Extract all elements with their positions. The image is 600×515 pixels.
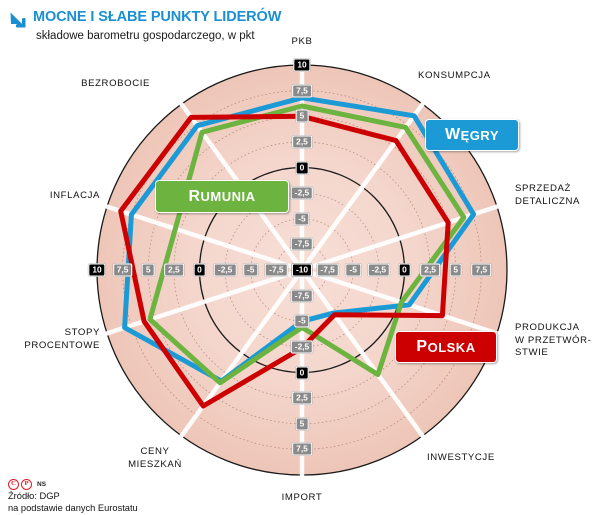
axis-label-pkb: PKB (291, 36, 313, 47)
tick-chip-horiz-left-6: -5 (243, 263, 259, 277)
legend-polska-initial: P (416, 338, 428, 355)
tick-chip-horiz-left-3: 2,5 (164, 263, 184, 277)
tick-chip-vert-top-1: 7,5 (292, 84, 312, 98)
tick-chip-horiz-right-1: 7,5 (471, 263, 492, 277)
tick-chip-vert-top-6: -5 (294, 212, 310, 226)
legend-rumunia-rest: UMUNIA (200, 189, 256, 204)
copyright-p-icon: P (21, 479, 32, 490)
tick-chip-horiz-right-3: 2,5 (420, 263, 440, 277)
tick-chip-vert-bottom-4: 0 (295, 366, 309, 379)
tick-chip-vert-top-5: -2,5 (290, 186, 314, 200)
tick-chip-vert-top-0: 10 (293, 58, 311, 72)
axis-label-produkcja-w-przetworstwie: PRODUKCJA W PRZETWÓR- STWIE (515, 322, 592, 358)
tick-chip-horiz-right-6: -5 (345, 263, 361, 277)
axis-label-konsumpcja: KONSUMPCJA (418, 70, 491, 81)
copyright-marks: C P NS (8, 479, 46, 490)
tick-chip-horiz-left-2: 5 (141, 263, 155, 277)
axis-label-ceny-mieszkan: CENY MIESZKAŃ (128, 446, 182, 470)
tick-chip-vert-top-4: 0 (295, 161, 309, 174)
tick-chip-vert-bottom-1: 7,5 (292, 442, 312, 456)
axis-label-bezrobocie: BEZROBOCIE (81, 78, 150, 89)
tick-chip-horiz-right-5: -2,5 (367, 263, 391, 277)
copyright-c-icon: C (8, 479, 19, 490)
tick-chip-horiz-left-0: 10 (88, 263, 106, 277)
tick-chip-horiz-right-2: 5 (449, 263, 463, 277)
tick-chip-horiz-right-4: 0 (398, 263, 411, 277)
tick-chip-vert-top-3: 2,5 (292, 135, 312, 149)
tick-chip-horiz-left-5: -2,5 (213, 263, 237, 277)
tick-chip-horiz-right-8: -10 (291, 263, 313, 277)
page-subtitle: składowe barometru gospodarczego, w pkt (36, 30, 255, 42)
legend-wegry-initial: W (445, 126, 461, 143)
ns-mark: NS (37, 481, 47, 488)
tick-chip-vert-bottom-6: -5 (294, 314, 310, 328)
tick-chip-vert-bottom-3: 2,5 (292, 391, 312, 405)
tick-chip-vert-bottom-7: -7,5 (290, 289, 314, 303)
tick-chip-vert-bottom-5: -2,5 (290, 340, 314, 354)
tick-chip-vert-top-2: 5 (295, 109, 309, 123)
tick-chip-horiz-left-7: -7,5 (265, 263, 288, 277)
source-note: Źródło: DGP na podstawie danych Eurostat… (8, 491, 138, 513)
legend-polska-rest: OLSKA (427, 339, 476, 355)
axis-label-stopy-procentowe: STOPY PROCENTOWE (24, 327, 100, 351)
arrow-down-right-icon (8, 10, 28, 30)
legend-rumunia-initial: R (188, 187, 201, 205)
axis-label-sprzedaz-detaliczna: SPRZEDAŻ DETALICZNA (515, 183, 580, 207)
axis-label-import: IMPORT (281, 492, 323, 503)
tick-chip-horiz-left-4: 0 (193, 263, 206, 277)
tick-chip-horiz-right-7: -7,5 (316, 263, 339, 277)
axis-label-inflacja: INFLACJA (49, 190, 100, 201)
tick-chip-vert-bottom-2: 5 (295, 417, 309, 431)
page-title: MOCNE I SŁABE PUNKTY LIDERÓW (33, 9, 282, 25)
legend-wegry-rest: ĘGRY (460, 127, 499, 143)
tick-chip-horiz-left-1: 7,5 (112, 263, 133, 277)
tick-chip-vert-top-7: -7,5 (290, 237, 314, 251)
axis-label-inwestycje: INWESTYCJE (427, 452, 495, 463)
